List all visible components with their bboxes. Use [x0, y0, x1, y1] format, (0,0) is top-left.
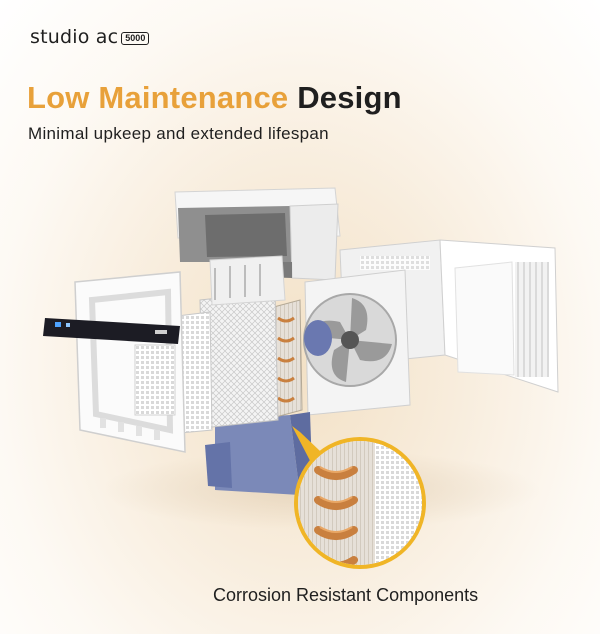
evaporator-coil	[269, 299, 303, 419]
page-subtitle: Minimal upkeep and extended lifespan	[28, 124, 329, 143]
logo-wordmark: studio ac	[30, 26, 119, 48]
title-accent: Low Maintenance	[27, 80, 289, 115]
fan-assembly	[303, 269, 411, 416]
coil-callout	[292, 426, 426, 569]
zoomed-coil-detail	[298, 441, 422, 565]
page-title: Low Maintenance Design	[27, 80, 402, 116]
rear-vent-grille	[515, 262, 549, 377]
title-rest: Design	[297, 80, 402, 115]
logo-model-badge: 5000	[121, 31, 150, 45]
brand-logo: studio ac 5000	[30, 26, 150, 48]
callout-label: Corrosion Resistant Components	[213, 585, 479, 605]
control-panel	[43, 318, 180, 344]
fan-motor	[304, 320, 332, 356]
front-frame	[74, 271, 186, 453]
